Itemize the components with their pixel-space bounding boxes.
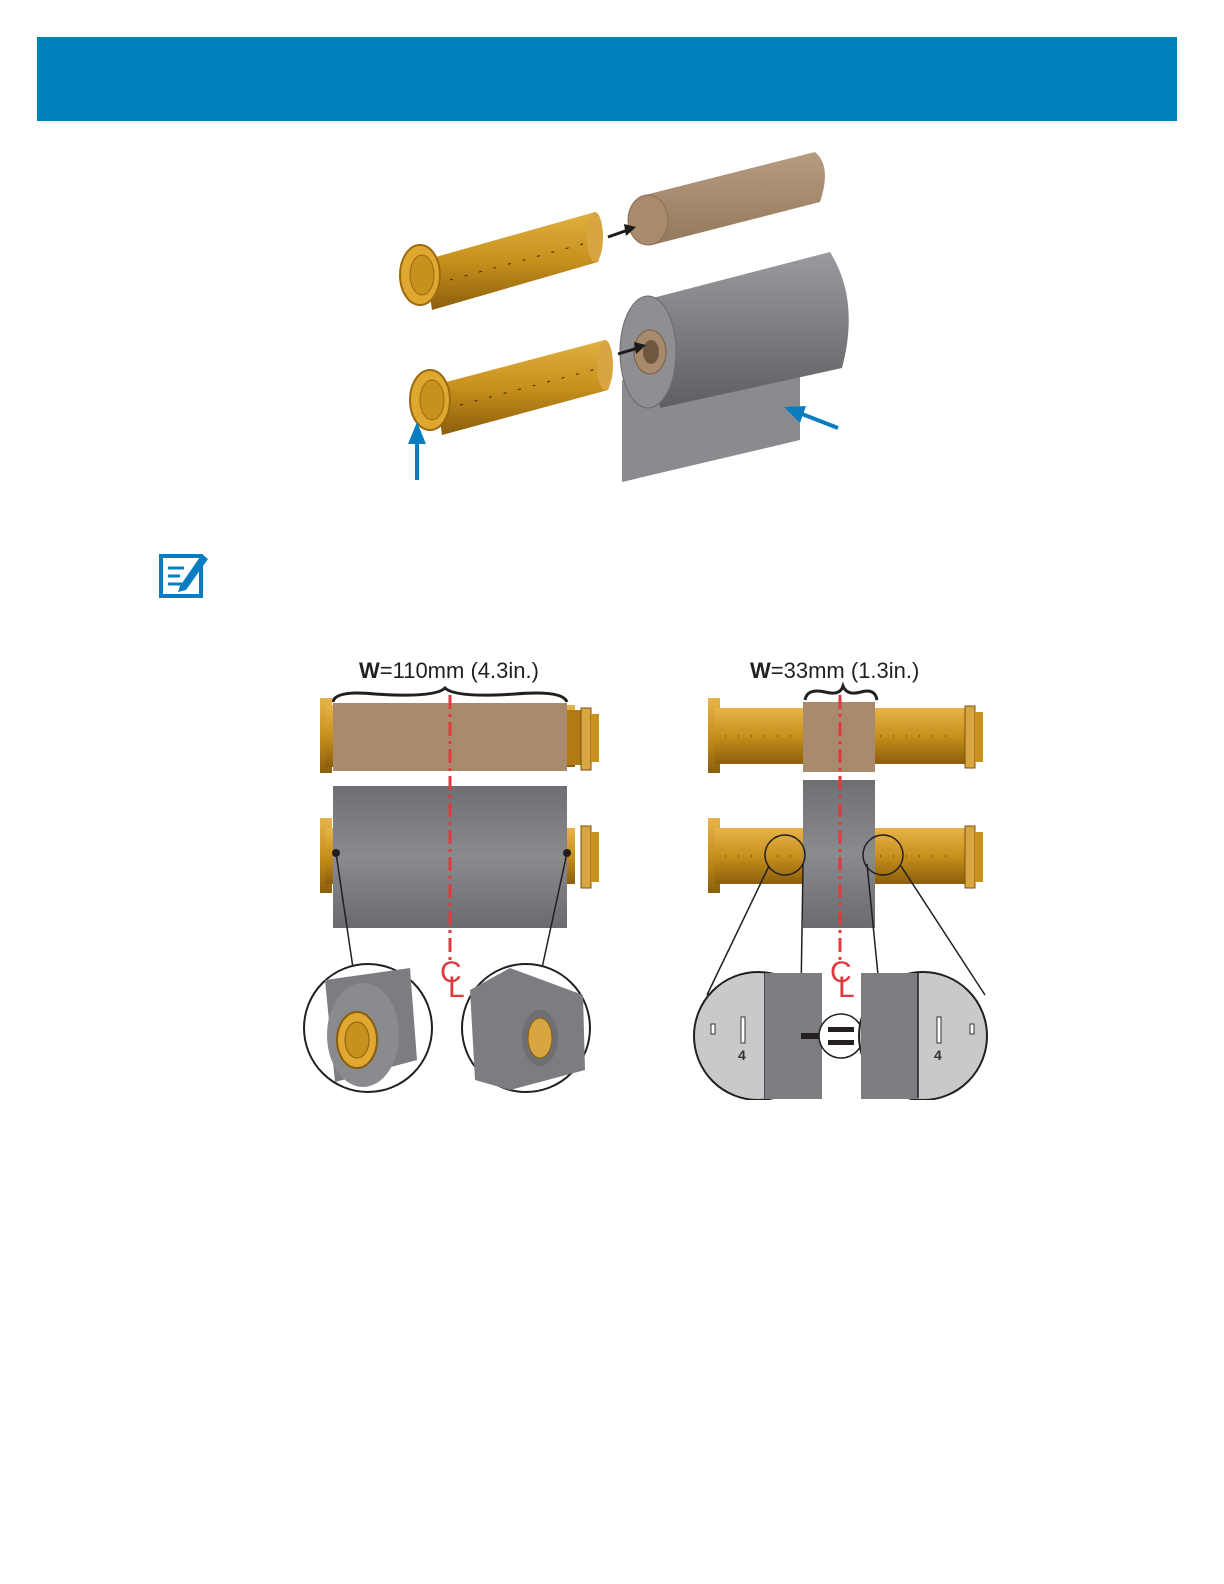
right-w-value: =33mm (1.3in.) bbox=[771, 658, 920, 683]
top-spindle bbox=[400, 212, 603, 310]
spindle-loading-figure bbox=[380, 140, 860, 500]
left-w-prefix: W bbox=[359, 658, 380, 683]
blue-arrow-up bbox=[408, 422, 426, 480]
right-zoom-circle-right: 4 bbox=[859, 972, 987, 1100]
left-centerline-label-l: L bbox=[448, 971, 465, 1004]
right-zoom-right-number: 4 bbox=[934, 1047, 942, 1063]
bottom-spindle bbox=[410, 340, 613, 435]
header-bar bbox=[37, 37, 1177, 121]
left-w-value: =110mm (4.3in.) bbox=[380, 658, 539, 683]
right-w-prefix: W bbox=[750, 658, 771, 683]
left-zoom-circle-2 bbox=[462, 964, 590, 1092]
right-centerline-label-l: L bbox=[838, 971, 855, 1004]
svg-text:W=33mm (1.3in.): W=33mm (1.3in.) bbox=[750, 658, 919, 683]
right-zoom-left-number: 4 bbox=[738, 1047, 746, 1063]
left-zoom-circle-1 bbox=[304, 964, 432, 1092]
top-core bbox=[628, 152, 825, 245]
ribbon-alignment-figure: W=110mm (4.3in.) C L W=33mm (1.3in.) bbox=[295, 650, 1015, 1100]
note-pencil-icon bbox=[158, 548, 208, 600]
svg-text:W=110mm (4.3in.): W=110mm (4.3in.) bbox=[359, 658, 539, 683]
ribbon-roll bbox=[620, 252, 849, 482]
